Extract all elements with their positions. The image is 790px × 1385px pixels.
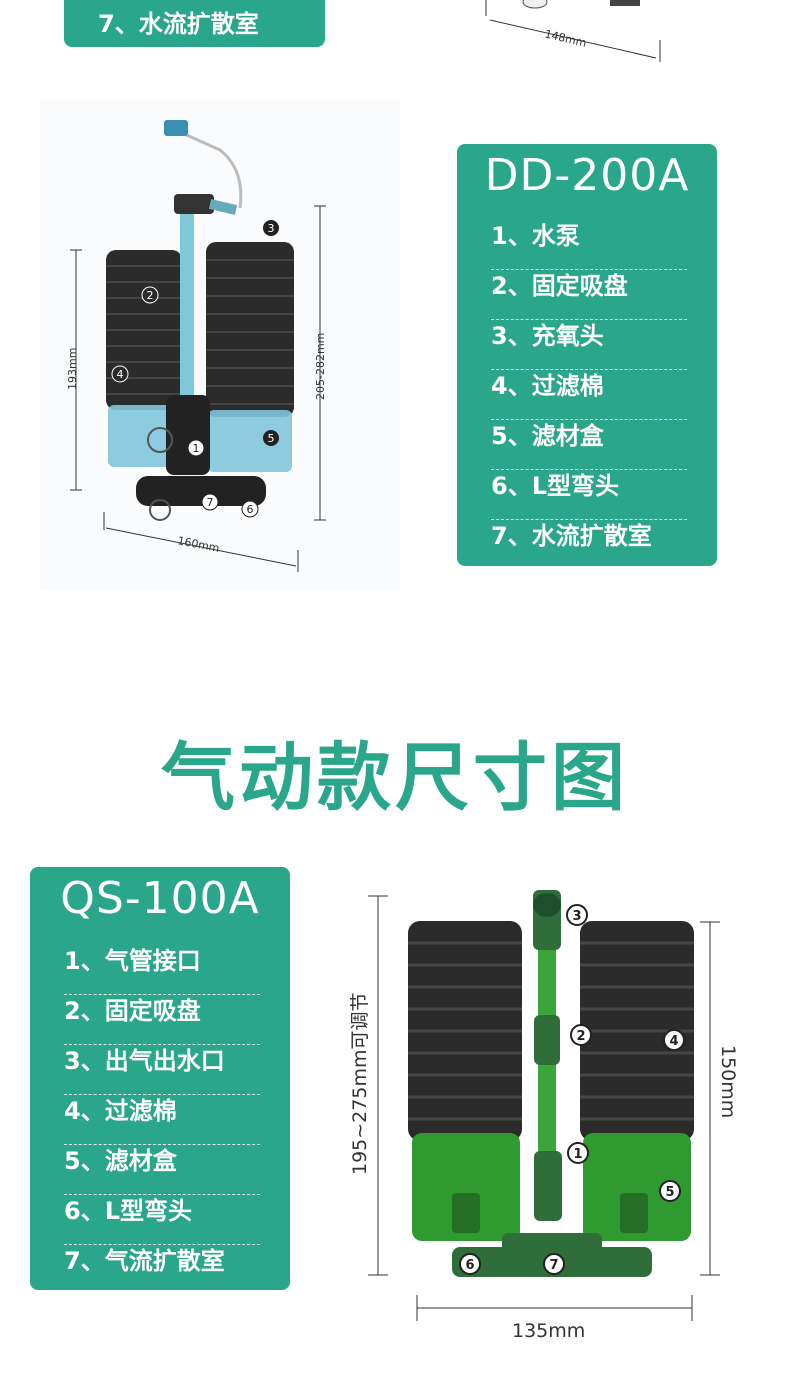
- qs100a-part-2: 2、固定吸盘: [64, 995, 260, 1045]
- dd-marker-4: [111, 365, 129, 383]
- dd200a-part-1: 1、水泵: [491, 220, 687, 270]
- dd200a-spec-panel: DD-200A 1、水泵 2、固定吸盘 3、充氧头 4、过滤棉 5、滤材盒 6、…: [457, 144, 717, 566]
- dd-right-box: [208, 410, 292, 472]
- qs-marker-2: [570, 1024, 592, 1046]
- dd-marker-4-label: 4: [117, 368, 124, 381]
- dd200a-part-2: 2、固定吸盘: [491, 270, 687, 320]
- dd-right-sponge: [206, 242, 294, 417]
- dd-pump: [166, 395, 210, 475]
- qs100a-figure: 195~275mm可调节 150mm 135mm: [340, 875, 770, 1345]
- top-item-7: 7、水流扩散室: [98, 10, 259, 38]
- dd-marker-6-label: 6: [247, 503, 254, 516]
- dd-width: 160mm: [176, 534, 220, 555]
- qs-marker-3: [566, 904, 588, 926]
- qs-marker-1-label: 1: [573, 1147, 582, 1162]
- qs-marker-5: [659, 1180, 681, 1202]
- qs-marker-7: [543, 1253, 565, 1275]
- qs-marker-6-label: 6: [465, 1258, 474, 1273]
- dd-marker-3: [263, 220, 279, 236]
- dd-marker-3-label: 3: [268, 222, 275, 235]
- qs-width: 135mm: [512, 1320, 585, 1342]
- dd200a-figure: 193mm 205-282mm 160mm: [40, 100, 400, 590]
- dd-marker-7: [201, 493, 219, 511]
- dd-marker-2: [141, 286, 159, 304]
- dd-marker-5-label: 5: [268, 432, 275, 445]
- qs-marker-1: [567, 1142, 589, 1164]
- top-item-panel: 7、水流扩散室: [64, 0, 325, 47]
- qs100a-part-5: 5、滤材盒: [64, 1145, 260, 1195]
- qs-height-left: 195~275mm可调节: [349, 993, 371, 1175]
- qs-height-right: 150mm: [717, 1045, 739, 1118]
- qs100a-part-6: 6、L型弯头: [64, 1195, 260, 1245]
- qs100a-part-7: 7、气流扩散室: [64, 1247, 225, 1275]
- qs-marker-3-label: 3: [572, 909, 581, 924]
- dd-marker-7-label: 7: [207, 496, 214, 509]
- dd200a-model-name: DD-200A: [484, 150, 690, 201]
- dd200a-part-7: 7、水流扩散室: [491, 522, 652, 550]
- qs100a-model-name: QS-100A: [60, 873, 260, 924]
- dd200a-part-5: 5、滤材盒: [491, 420, 687, 470]
- dd-left-sponge: [106, 250, 182, 410]
- qs100a-part-list: 1、气管接口 2、固定吸盘 3、出气出水口 4、过滤棉 5、滤材盒 6、L型弯头…: [64, 945, 260, 1294]
- top-dimension-fragment: 148mm: [485, 0, 661, 62]
- dd-pipe: [180, 200, 194, 410]
- qs-left-sponge: [408, 921, 522, 1141]
- qs-left-box: [412, 1133, 520, 1241]
- dd200a-part-list: 1、水泵 2、固定吸盘 3、充氧头 4、过滤棉 5、滤材盒 6、L型弯头 7、水…: [491, 220, 687, 569]
- dd200a-part-4: 4、过滤棉: [491, 370, 687, 420]
- qs100a-illustration: 195~275mm可调节 150mm 135mm: [349, 890, 739, 1342]
- qs-marker-7-label: 7: [549, 1258, 558, 1273]
- dd-height-right: 205-282mm: [314, 333, 327, 400]
- qs-marker-4-label: 4: [669, 1034, 678, 1049]
- qs-right-box: [583, 1133, 691, 1241]
- qs100a-part-3: 3、出气出水口: [64, 1045, 260, 1095]
- qs100a-part-1: 1、气管接口: [64, 945, 260, 995]
- dd-marker-1: [187, 439, 205, 457]
- qs-marker-4: [663, 1029, 685, 1051]
- dd-diffuser: [136, 476, 266, 506]
- dd200a-illustration: 193mm 205-282mm 160mm: [66, 120, 327, 572]
- dd-marker-5: [263, 430, 279, 446]
- section-title: 气动款尺寸图: [161, 735, 629, 821]
- dd200a-part-3: 3、充氧头: [491, 320, 687, 370]
- qs100a-part-4: 4、过滤棉: [64, 1095, 260, 1145]
- qs-marker-5-label: 5: [665, 1185, 674, 1200]
- qs100a-spec-panel: QS-100A 1、气管接口 2、固定吸盘 3、出气出水口 4、过滤棉 5、滤材…: [30, 867, 290, 1290]
- dd-marker-6: [241, 500, 259, 518]
- top-dim-width: 148mm: [543, 27, 587, 49]
- qs-marker-2-label: 2: [576, 1029, 585, 1044]
- dd-height-left: 193mm: [66, 348, 79, 390]
- dd-marker-2-label: 2: [147, 289, 154, 302]
- qs-marker-6: [459, 1253, 481, 1275]
- dd200a-part-6: 6、L型弯头: [491, 470, 687, 520]
- dd-marker-1-label: 1: [193, 442, 200, 455]
